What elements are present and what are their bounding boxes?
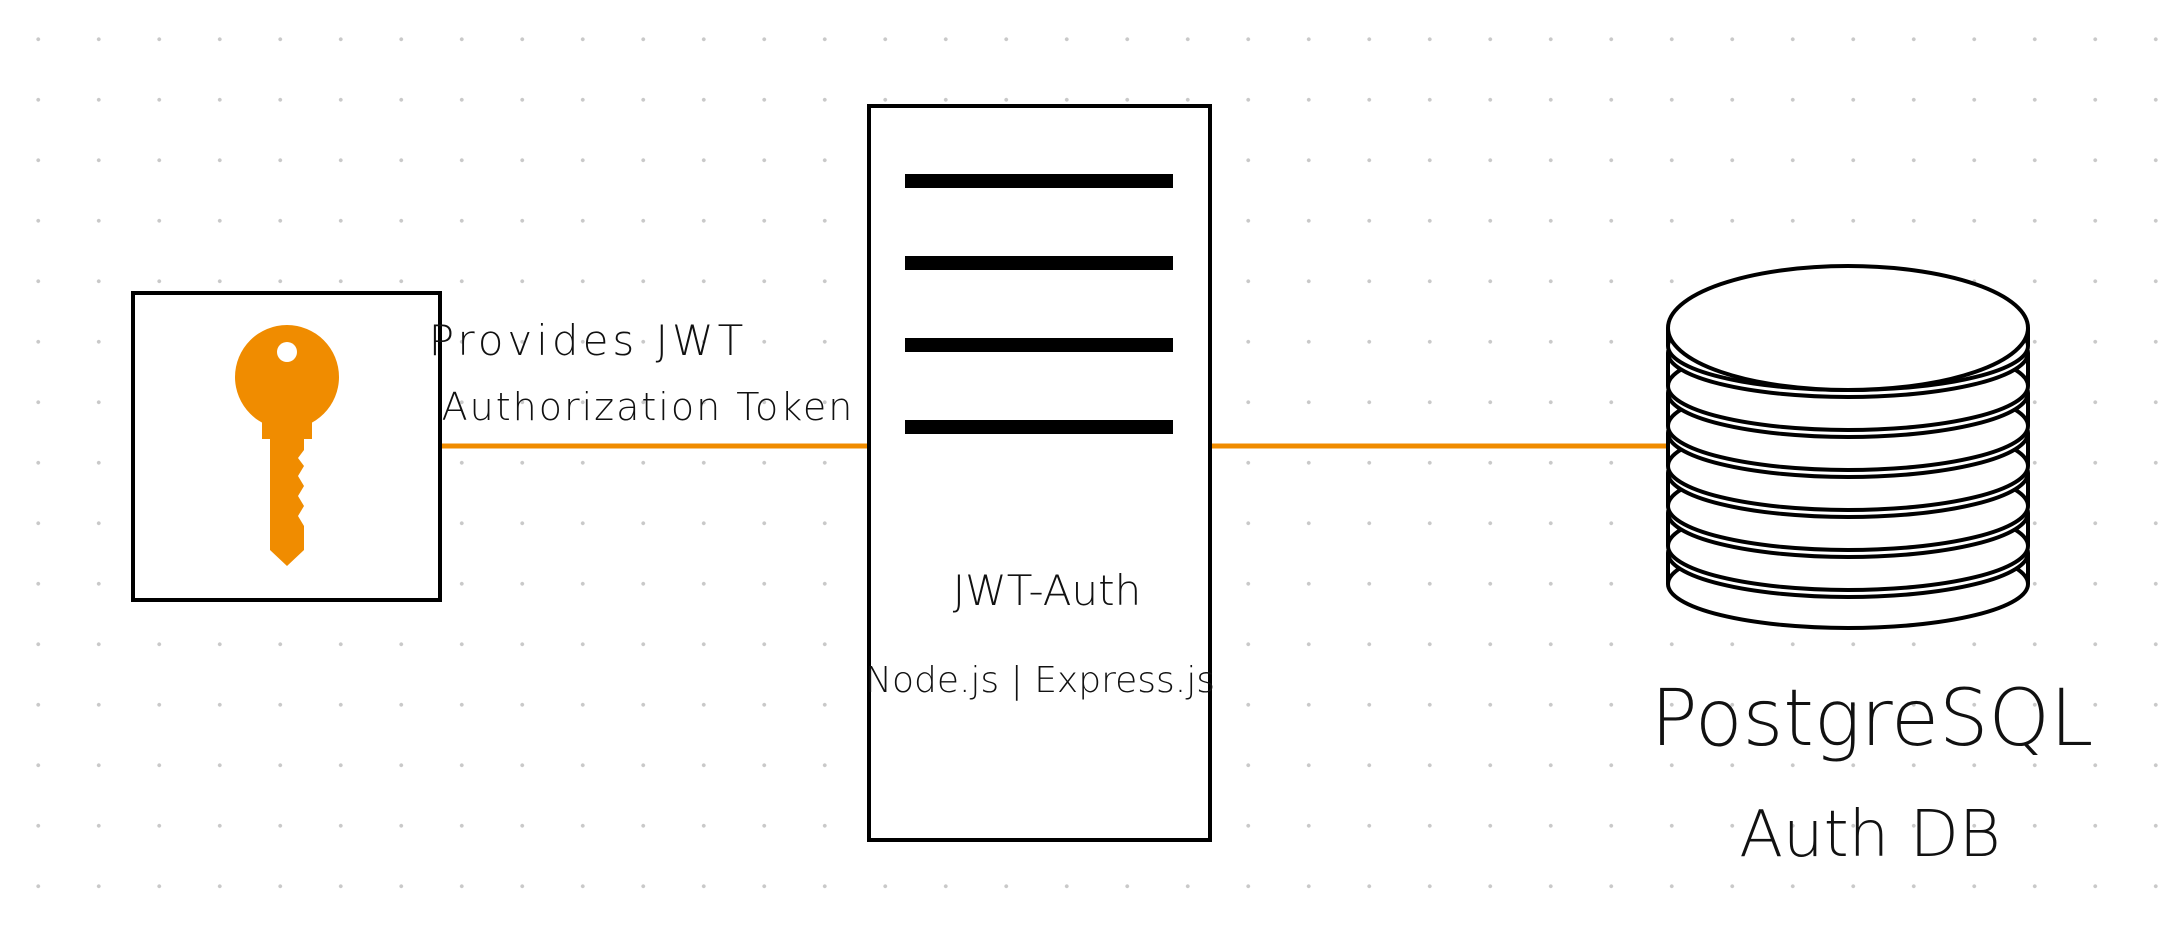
edge-label-line2: Authorization Token <box>442 385 855 429</box>
server-title: JWT-Auth <box>953 566 1141 615</box>
server-icon <box>905 174 1173 434</box>
database-name: PostgreSQL <box>1651 674 2094 764</box>
key-node[interactable] <box>131 291 442 602</box>
database-icon <box>1666 264 2030 630</box>
server-node[interactable]: JWT-Auth Node.js | Express.js <box>865 104 1215 842</box>
server-subtitle: Node.js | Express.js <box>865 660 1215 701</box>
database-node[interactable]: PostgreSQL Auth DB <box>1651 264 2094 872</box>
server-node-frame <box>867 104 1212 842</box>
key-icon <box>235 325 339 566</box>
edge-label: Provides JWT Authorization Token <box>429 316 855 429</box>
database-label: Auth DB <box>1739 798 2001 872</box>
edge-label-line1: Provides JWT <box>429 316 747 365</box>
